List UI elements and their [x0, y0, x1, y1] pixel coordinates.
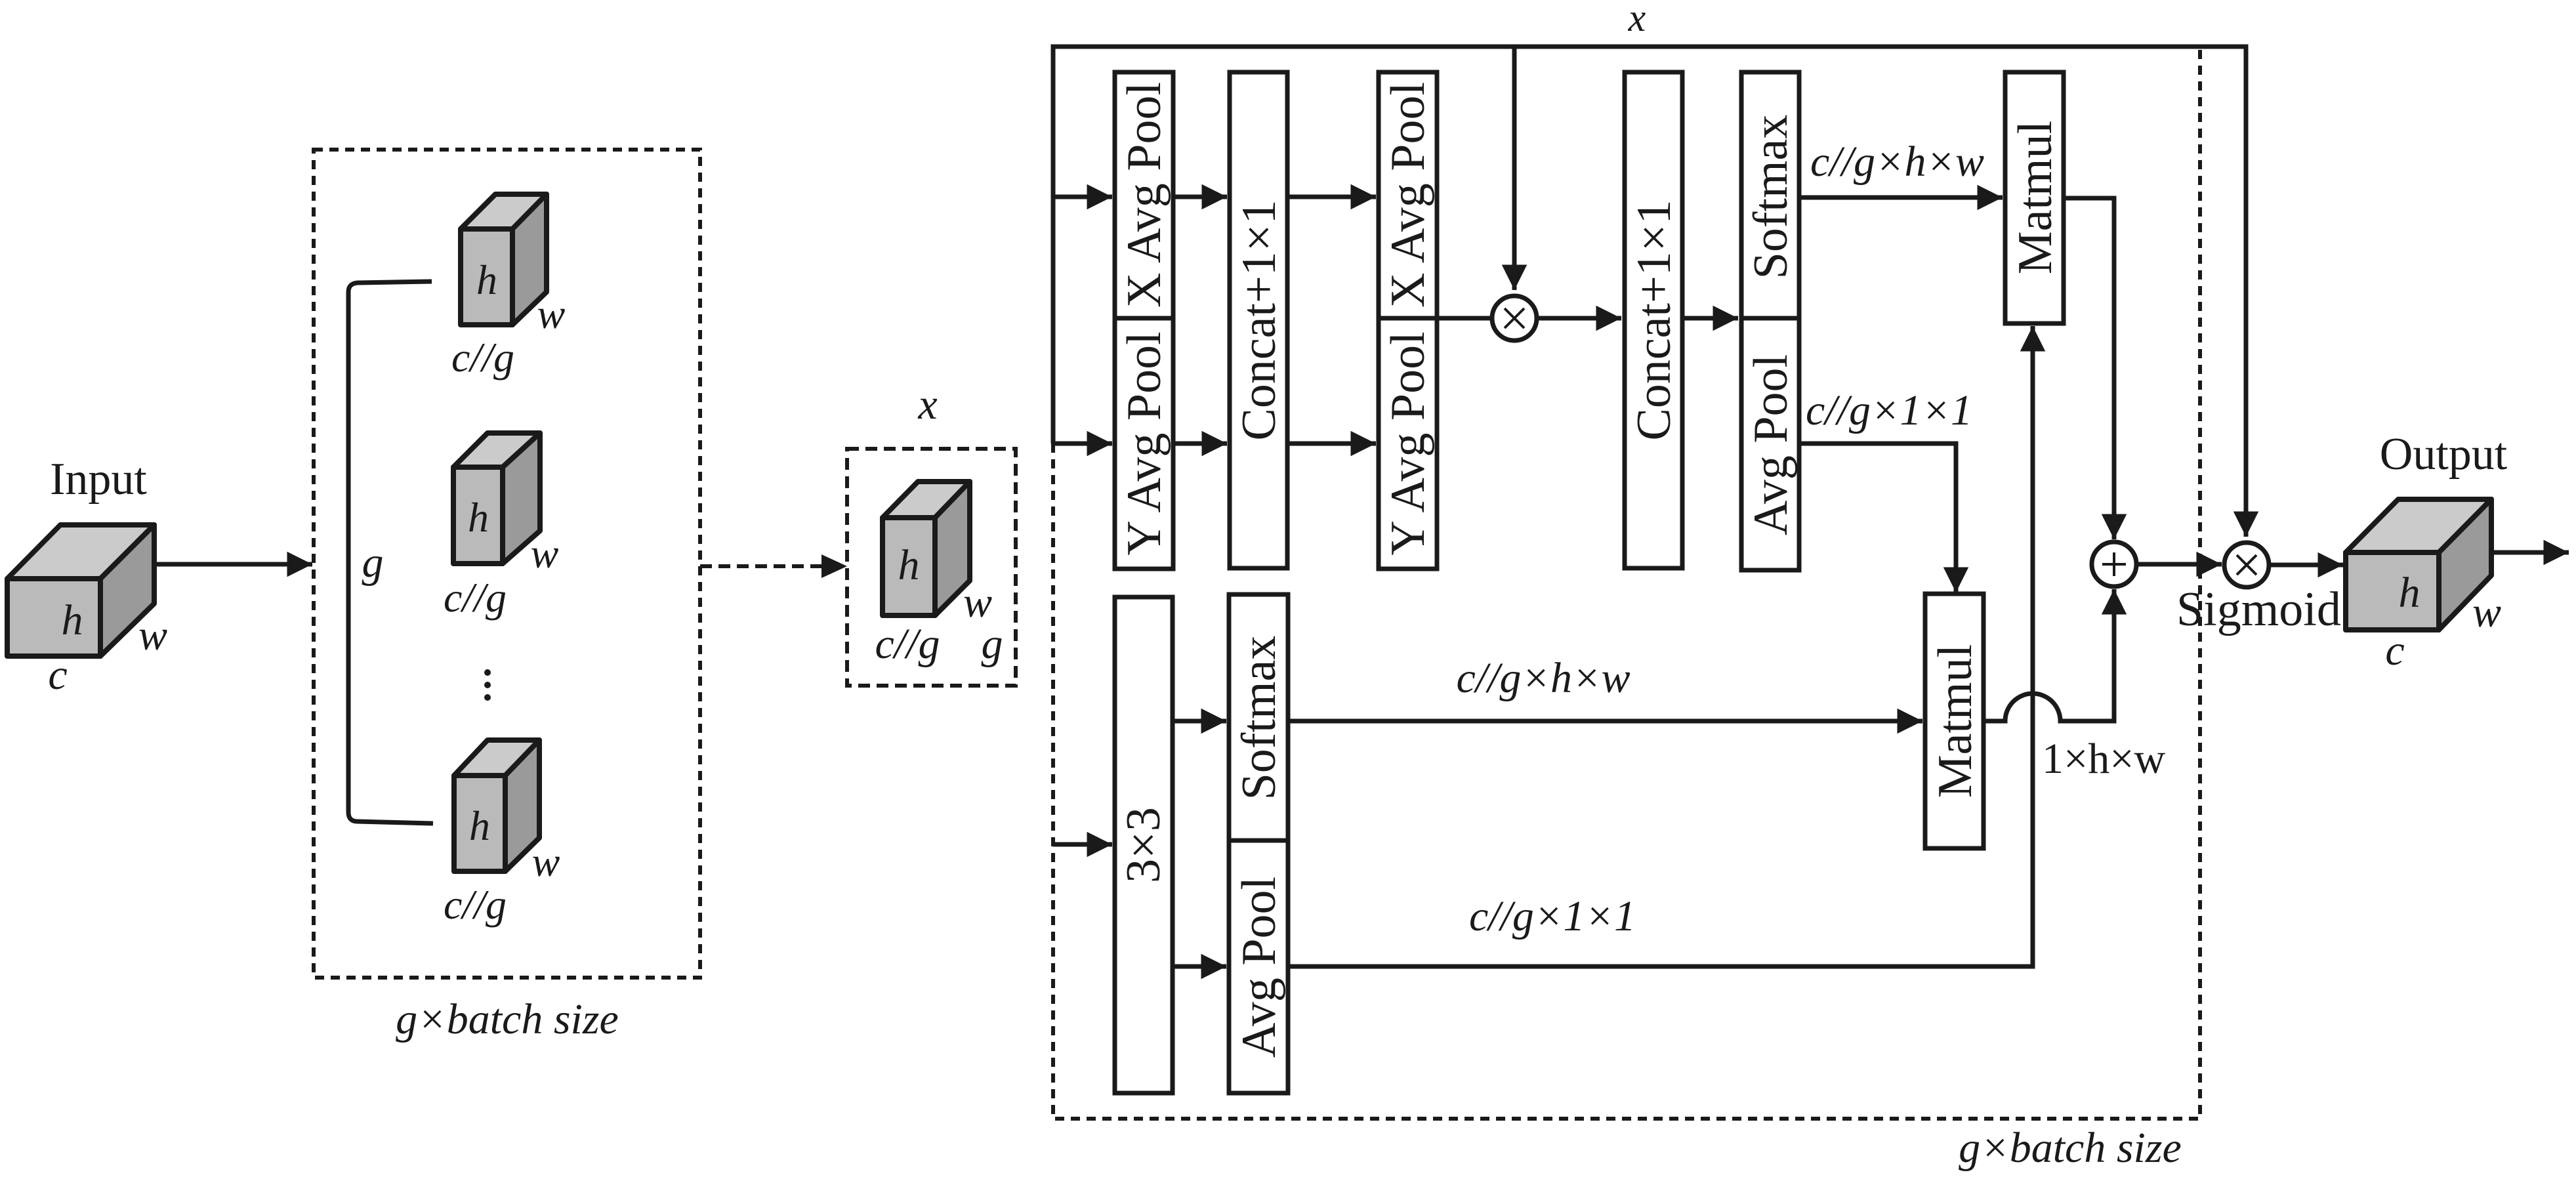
main-module: g×batch size x X Avg Pool Y Avg Pool Con… [1050, 0, 2343, 1172]
softmax-label: Softmax [1744, 115, 1798, 280]
xy-avg-pool-box-1: X Avg Pool Y Avg Pool [1112, 70, 1176, 571]
dashed-arrow-head [821, 554, 847, 578]
cube-h-label: h [468, 494, 489, 541]
grouped-x-box: x h w c//g g [845, 381, 1018, 688]
cube-w-label: w [531, 530, 559, 577]
input-title: Input [50, 454, 147, 505]
multiply-op-1 [1489, 293, 1539, 343]
softmax-dim-label: c//g×h×w [1456, 654, 1630, 702]
grouping-caption: g×batch size [396, 995, 619, 1043]
cube-h-label: h [469, 802, 490, 849]
module-caption: g×batch size [1959, 1124, 2182, 1172]
y-avg-pool-label: Y Avg Pool [1117, 331, 1171, 555]
matmul-label: Matmul [2008, 121, 2062, 274]
arrow-avgpool-to-matmul-bottom [1799, 441, 1969, 592]
matmul-box-bottom: Matmul [1922, 591, 1986, 851]
grouped-x-g-label: g [982, 620, 1003, 668]
softmax-dim-label: c//g×h×w [1810, 138, 1984, 186]
sigmoid-label: Sigmoid [2176, 583, 2341, 636]
cube-w-label: w [532, 839, 560, 885]
softmax-avgpool-box-top: Softmax Avg Pool [1739, 70, 1802, 573]
output-w-label: w [2472, 589, 2501, 636]
avgpool-dim-label: c//g×1×1 [1469, 892, 1636, 940]
y-avg-pool-label: Y Avg Pool [1381, 331, 1435, 555]
cube-w-label: w [537, 291, 566, 337]
output-c-label: c [2385, 627, 2404, 674]
matmul-dim-text: 1×h×w [2042, 735, 2165, 783]
group-cube-1: h w c//g [451, 192, 566, 381]
multiply-op-final [2222, 540, 2272, 590]
skip-connection-line [1050, 44, 2259, 537]
matmul-dim-label: 1×h×w [2042, 735, 2165, 783]
module-dashed-border [1051, 47, 2202, 1121]
arrow-matmul-bottom-to-add [1984, 589, 2127, 724]
input-h-label: h [62, 596, 83, 644]
arrow-avgpool-to-matmul-top [1288, 326, 2046, 969]
x-avg-pool-label: X Avg Pool [1381, 82, 1435, 308]
output-title: Output [2380, 429, 2508, 480]
output-h-label: h [2399, 569, 2420, 617]
conv3x3-box: 3×3 [1112, 594, 1175, 1096]
group-cube-3: h w c//g [444, 737, 560, 928]
softmax-label: Softmax [1232, 636, 1286, 800]
arrow-matmul-top-to-add [2064, 196, 2127, 539]
softmax-avgpool-box-bottom: Softmax Avg Pool [1226, 592, 1291, 1096]
grouped-x-w-label: w [963, 579, 992, 627]
group-count-label: g [362, 539, 384, 587]
matmul-box-top: Matmul [2003, 70, 2066, 326]
avgpool-dim-label: c//g×1×1 [1806, 386, 1972, 434]
cube-c-label: c//g [444, 574, 507, 621]
input-cube-front [5, 576, 103, 659]
cube-h-label: h [476, 257, 497, 303]
matmul-label: Matmul [1928, 644, 1982, 798]
xy-avg-pool-box-2: X Avg Pool Y Avg Pool [1376, 70, 1440, 571]
grouping-dashed-border [312, 148, 702, 980]
grouped-x-c-label: c//g [875, 620, 940, 668]
x-avg-pool-label: X Avg Pool [1117, 82, 1171, 308]
grouping-caption-text: g×batch size [396, 995, 619, 1043]
group-bracket [346, 279, 434, 826]
grouping-box: g h w c//g h w c//g [312, 148, 702, 1043]
cube-c-label: c//g [451, 334, 514, 381]
concat-box-2: Concat+1×1 [1622, 70, 1685, 571]
input-w-label: w [138, 611, 167, 659]
add-op [2089, 539, 2139, 589]
concat-box-1: Concat+1×1 [1227, 70, 1290, 571]
module-caption-text: g×batch size [1959, 1124, 2182, 1172]
conv3x3-label: 3×3 [1117, 807, 1171, 883]
skip-x-label: x [1628, 0, 1646, 39]
concat-label: Concat+1×1 [1232, 199, 1286, 440]
avg-pool-label: Avg Pool [1744, 354, 1798, 535]
output-tensor: Output h w c [2343, 429, 2508, 674]
output-cube-front [2343, 550, 2441, 632]
input-tensor: Input h w c [5, 454, 167, 699]
grouped-x-label: x [917, 381, 937, 428]
ellipsis-dots [484, 669, 491, 701]
grouped-x-h-label: h [898, 541, 920, 589]
avg-pool-label: Avg Pool [1232, 877, 1286, 1058]
concat-label: Concat+1×1 [1627, 199, 1681, 440]
cube-c-label: c//g [444, 881, 507, 928]
group-cube-2: h w c//g [444, 430, 559, 621]
input-c-label: c [48, 651, 67, 699]
grouped-x-dashed-border [845, 447, 1018, 688]
